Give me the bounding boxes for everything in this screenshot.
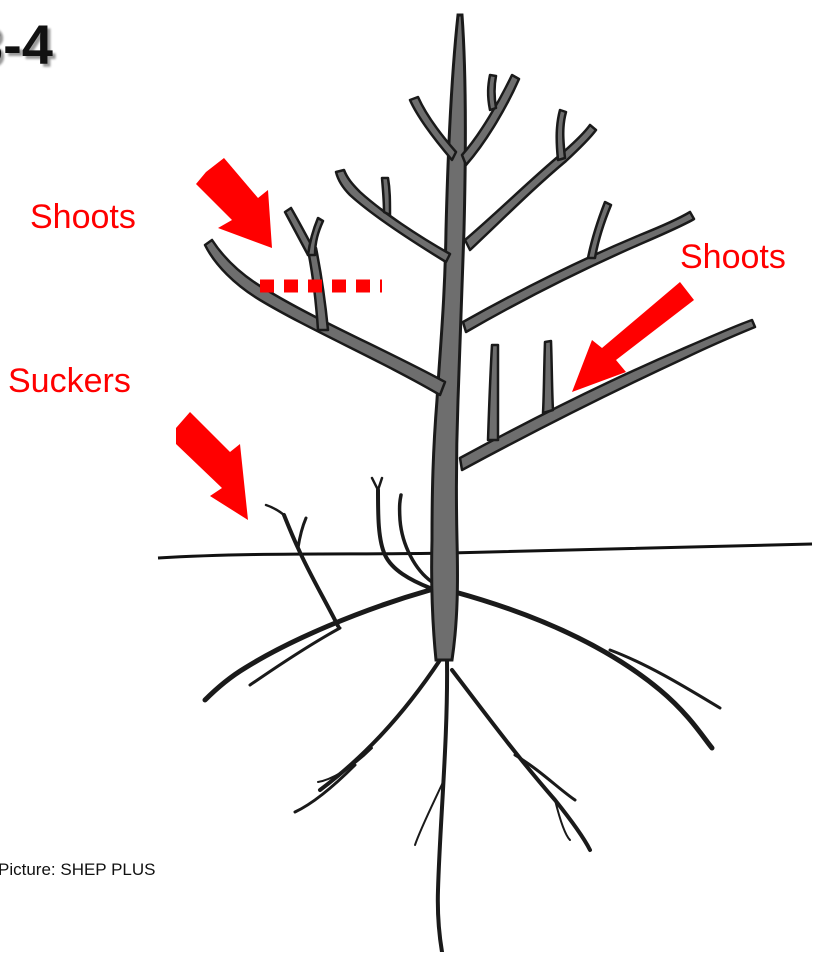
picture-credit: Picture: SHEP PLUS [0,860,155,880]
label-shoots-left: Shoots [30,198,136,237]
figure-title: 3-4 [0,12,53,77]
branches [205,75,755,470]
suckers [266,478,432,626]
arrow-shoots-left-icon [196,158,272,248]
label-shoots-right: Shoots [680,238,786,277]
tree-trunk [432,15,466,660]
roots [205,590,720,952]
ground-line [158,544,812,558]
label-suckers: Suckers [8,362,131,401]
arrow-suckers-icon [176,412,248,520]
